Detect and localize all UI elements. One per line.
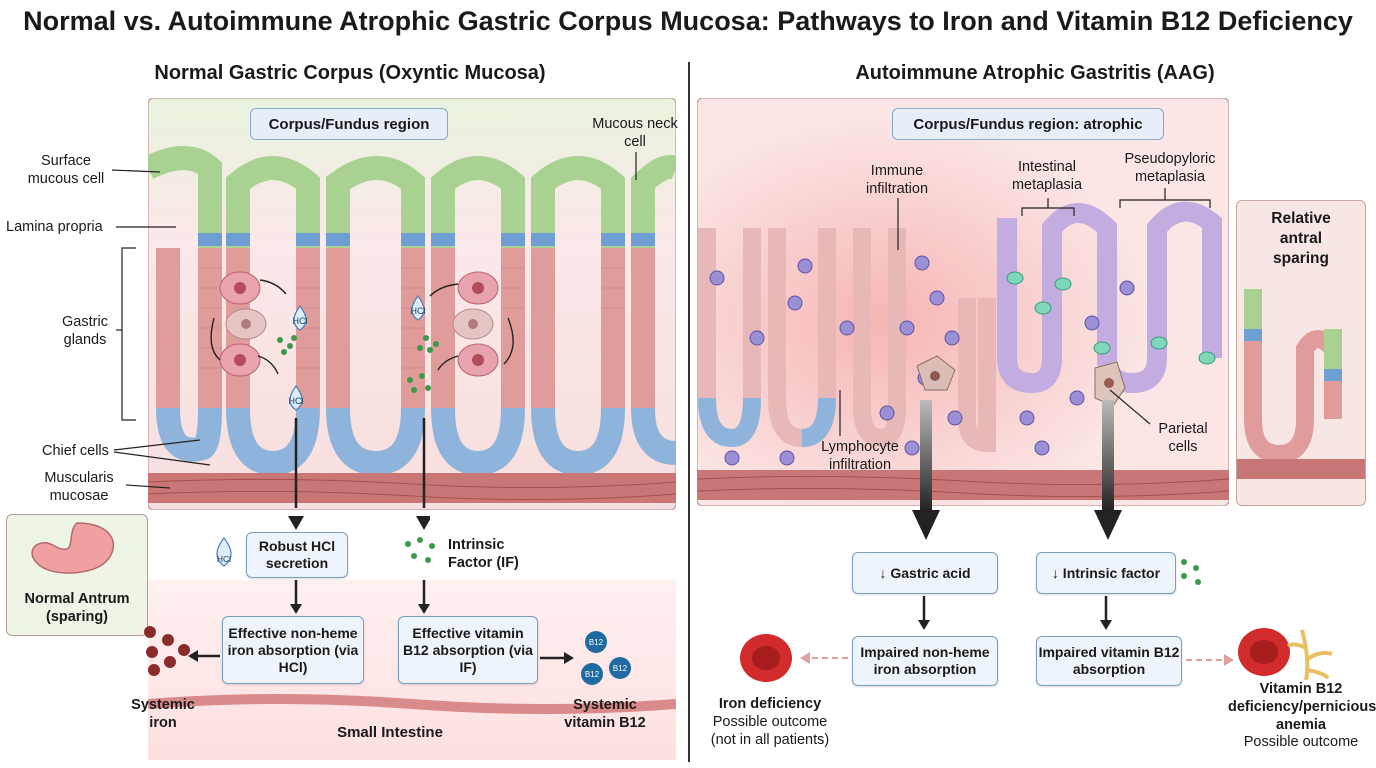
iron-deficiency-title: Iron deficiency [718, 696, 822, 712]
b12-deficiency-icon [1186, 628, 1333, 681]
svg-text:HCl: HCl [217, 554, 231, 564]
hcl-droplet-label-2: HCl [411, 306, 426, 316]
normal-mucosa-illustration: HCl HCl HCl [148, 98, 676, 510]
left-arrow-heads [288, 516, 430, 530]
label-surface-mucous-cell: Surface mucous cell [27, 153, 105, 187]
label-pseudopyloric-metaplasia: Pseudopyloric metaplasia [1124, 151, 1216, 185]
label-lamina-propria: Lamina propria [6, 219, 103, 235]
intrinsic-factor-icon [405, 537, 435, 563]
atrophic-muscularis-band [697, 470, 1229, 500]
right-panel-title: Autoimmune Atrophic Gastritis (AAG) [855, 62, 1215, 84]
label-immune-infiltration: Immune infiltration [865, 163, 929, 197]
label-gastric-glands: Gastric glands [62, 314, 108, 348]
systemic-iron-icon [144, 626, 220, 676]
effective-b12-box: Effective vitamin B12 absorption (via IF… [398, 616, 538, 684]
systemic-iron-label: Systemic iron [131, 697, 195, 731]
small-intestine-label: Small Intestine [337, 724, 443, 741]
intrinsic-factor-dots [277, 335, 439, 393]
antral-sparing-inset: Relative antral sparing [1236, 200, 1366, 506]
atrophic-mucosa-illustration [697, 98, 1229, 506]
robust-hcl-box: Robust HCl secretion [246, 532, 348, 578]
left-leader-lines [111, 152, 637, 489]
stomach-icon [31, 522, 115, 574]
intrinsic-factor-label: Intrinsic Factor (IF) [448, 537, 519, 571]
page-title: Normal vs. Autoimmune Atrophic Gastric C… [23, 6, 1353, 36]
intestine-wall [148, 694, 676, 714]
left-panel-title: Normal Gastric Corpus (Oxyntic Mucosa) [154, 62, 546, 84]
atrophic-region-label: Corpus/Fundus region: atrophic [892, 108, 1164, 140]
label-mucous-neck-cell: Mucous neck cell [592, 116, 678, 150]
svg-text:B12: B12 [585, 670, 600, 679]
iron-deficiency-rbc-icon [740, 634, 848, 682]
label-muscularis-mucosae: Muscularis mucosae [44, 470, 114, 504]
hcl-droplet-label-3: HCl [289, 396, 304, 406]
normal-antrum-label: Normal Antrum (sparing) [24, 591, 130, 625]
svg-text:B12: B12 [589, 638, 604, 647]
surface-epithelium [148, 146, 676, 248]
panel-divider [688, 62, 690, 762]
impaired-iron-box: Impaired non-heme iron absorption [852, 636, 998, 686]
svg-text:B12: B12 [613, 664, 628, 673]
label-chief-cells: Chief cells [42, 443, 109, 459]
label-lymphocyte-infiltration: Lymphocyte infiltration [821, 439, 899, 473]
effective-iron-box: Effective non-heme iron absorption (via … [222, 616, 364, 684]
chief-cell-bases [156, 407, 676, 476]
b12-deficiency-title: Vitamin B12 deficiency/pernicious anemia [1228, 681, 1376, 733]
decreased-gastric-acid-box: ↓ Gastric acid [852, 552, 998, 594]
lymphocytes [709, 255, 1135, 466]
hcl-droplet-label-1: HCl [293, 316, 308, 326]
if-dots-icon [1181, 559, 1201, 585]
systemic-b12-label: Systemic vitamin B12 [564, 697, 646, 731]
right-big-arrows [912, 400, 1122, 540]
antral-gland-icon [1237, 289, 1365, 479]
decreased-intrinsic-factor-box: ↓ Intrinsic factor [1036, 552, 1176, 594]
label-intestinal-metaplasia: Intestinal metaplasia [1011, 159, 1083, 193]
iron-deficiency-sub: Possible outcome (not in all patients) [710, 714, 830, 748]
right-leader-lines [839, 188, 1211, 436]
parietal-cells [219, 271, 499, 377]
antral-sparing-label: Relative antral sparing [1271, 210, 1331, 267]
normal-antrum-inset: Normal Antrum (sparing) [6, 514, 148, 636]
b12-deficiency-sub: Possible outcome [1243, 734, 1359, 750]
corpus-region-label: Corpus/Fundus region [250, 108, 448, 140]
hcl-droplets [289, 294, 425, 411]
left-down-arrows [290, 580, 430, 614]
impaired-b12-box: Impaired vitamin B12 absorption [1036, 636, 1182, 686]
muscularis-band [148, 473, 676, 503]
right-small-arrows [918, 596, 1112, 630]
mucous-neck-band [198, 233, 655, 246]
label-parietal-cells: Parietal cells [1158, 421, 1208, 455]
hcl-icon: HCl [216, 537, 232, 567]
